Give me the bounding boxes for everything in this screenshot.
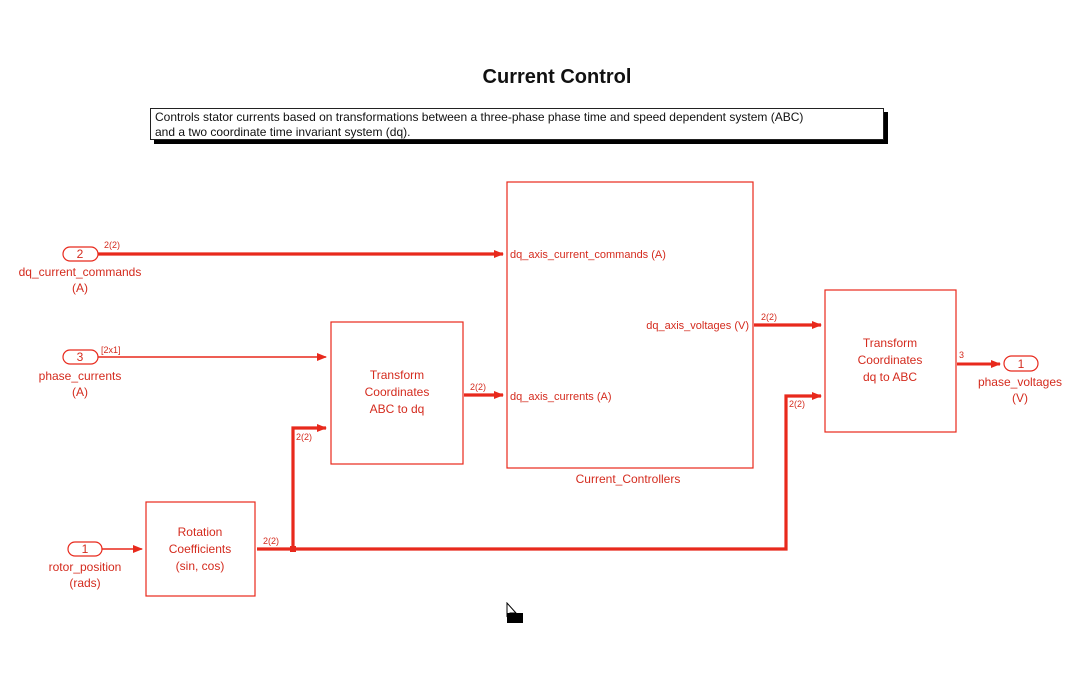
description-line-1: Controls stator currents based on transf… [155, 110, 804, 124]
dq-to-abc-label-3: dq to ABC [863, 370, 917, 384]
rotation-label-1: Rotation [178, 525, 223, 539]
dq-to-abc-label-1: Transform [863, 336, 917, 350]
inport-1-rotor-position[interactable] [67, 541, 103, 557]
inport-1-label-1: rotor_position [49, 560, 122, 574]
inport-2-number: 2 [77, 247, 84, 261]
signal-dim-rotation-to-dq: 2(2) [296, 432, 312, 442]
outport-1-label-1: phase_voltages [978, 375, 1062, 389]
signal-line-rotation-to-dq-to-abc[interactable] [257, 392, 822, 551]
description-line-2: and a two coordinate time invariant syst… [155, 125, 411, 139]
signal-line-rotation-to-abc-to-dq[interactable] [291, 424, 327, 549]
inport-1-label-2: (rads) [69, 576, 100, 590]
inport-1-number: 1 [82, 542, 89, 556]
dq-to-abc-label-2: Coordinates [858, 353, 923, 367]
signal-dim-controller-out: 2(2) [761, 312, 777, 322]
signal-dim-rotation-to-abc: 2(2) [789, 399, 805, 409]
abc-to-dq-label-3: ABC to dq [370, 402, 425, 416]
inport-2-label-1: dq_current_commands [19, 265, 142, 279]
dq-to-abc-block[interactable] [824, 289, 957, 433]
port-label-voltages: dq_axis_voltages (V) [646, 320, 749, 332]
abc-to-dq-label-2: Coordinates [365, 385, 430, 399]
inport-3-phase-currents[interactable] [62, 349, 99, 365]
outport-1-number: 1 [1018, 357, 1025, 371]
outport-1-label-2: (V) [1012, 391, 1028, 405]
branch-point [290, 546, 296, 552]
current-controllers-name: Current_Controllers [576, 472, 681, 486]
inport-2-dq-current-commands[interactable] [62, 246, 99, 262]
inport-2-label-2: (A) [72, 281, 88, 295]
mouse-cursor-icon [506, 602, 523, 623]
signal-dim-phase-voltages: 3 [959, 350, 964, 360]
outport-1-phase-voltages[interactable] [1003, 355, 1039, 372]
inport-3-number: 3 [77, 350, 84, 364]
abc-to-dq-label-1: Transform [370, 368, 424, 382]
rotation-label-3: (sin, cos) [176, 559, 225, 573]
inport-3-label-2: (A) [72, 385, 88, 399]
signal-dim-rotation-out: 2(2) [263, 536, 279, 546]
description-annotation: Controls stator currents based on transf… [150, 108, 884, 140]
port-label-commands: dq_axis_current_commands (A) [510, 249, 666, 261]
rotation-coefficients-block[interactable] [145, 501, 256, 597]
signal-dim-commands: 2(2) [104, 240, 120, 250]
signal-dim-phase-currents: [2x1] [101, 345, 121, 355]
signal-dim-abc-out: 2(2) [470, 382, 486, 392]
inport-3-label-1: phase_currents [39, 369, 122, 383]
rotation-label-2: Coefficients [169, 542, 231, 556]
current-controllers-block[interactable] [506, 181, 754, 469]
port-label-currents: dq_axis_currents (A) [510, 391, 612, 403]
abc-to-dq-block[interactable] [330, 321, 464, 465]
diagram-title: Current Control [482, 66, 632, 88]
